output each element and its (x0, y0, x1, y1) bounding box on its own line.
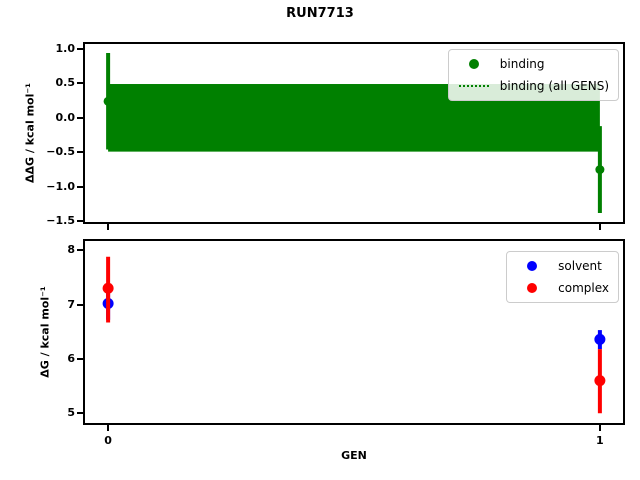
legend-dot-icon (468, 59, 479, 69)
legend-marker-wrap (514, 283, 550, 293)
data-point-binding (103, 96, 113, 106)
x-tick (598, 224, 601, 230)
legend-marker-wrap (456, 59, 492, 69)
x-tick (598, 425, 601, 431)
y-axis-label-dg-per-gen: ΔG / kcal mol⁻¹ (38, 286, 52, 378)
legend-dot-icon (527, 261, 538, 271)
y-tick-label: 0.5 (55, 76, 76, 90)
y-tick-label: 8 (67, 243, 75, 257)
y-tick (77, 357, 83, 360)
plot-area-dg-per-gen (102, 256, 606, 414)
legend-item: binding (456, 53, 609, 75)
y-tick (77, 249, 83, 252)
legend-marker-wrap (514, 261, 550, 271)
legend-dot-icon (527, 283, 538, 293)
data-point-complex (594, 375, 606, 387)
axes-dg-per-gen: solvent complex (83, 239, 625, 425)
legend-label: solvent (558, 259, 602, 273)
x-tick-label: 1 (596, 434, 604, 447)
x-tick (107, 425, 110, 431)
y-axis-label-ddg-per-gen: ΔΔG / kcal mol⁻¹ (23, 82, 37, 184)
legend-label: binding (all GENS) (499, 79, 609, 93)
y-tick-label: 7 (67, 297, 75, 311)
axes-ddg-per-gen: binding binding (all GENS) (83, 42, 625, 224)
y-tick-label: 1.0 (55, 41, 76, 55)
y-tick (77, 220, 83, 223)
x-tick (107, 224, 110, 230)
data-point-binding (595, 165, 605, 175)
y-tick-label: 5 (67, 406, 75, 420)
y-tick-label: −1.0 (46, 179, 75, 193)
x-tick-label: 0 (104, 434, 112, 447)
legend-dotted-line-icon (458, 85, 489, 87)
legend-item: binding (all GENS) (456, 75, 609, 97)
data-point-solvent (594, 333, 606, 345)
y-tick (77, 82, 83, 85)
y-tick-label: 0.0 (55, 110, 76, 124)
legend-dg-per-gen: solvent complex (506, 251, 619, 303)
y-tick (77, 185, 83, 188)
legend-item: solvent (514, 255, 609, 277)
legend-marker-wrap (456, 85, 492, 87)
legend-label: binding (499, 57, 545, 71)
x-axis-label: GEN (341, 449, 367, 462)
legend-label: complex (558, 281, 609, 295)
y-tick (77, 47, 83, 50)
legend-item: complex (514, 277, 609, 299)
y-tick-label: −0.5 (46, 145, 75, 159)
y-tick (77, 116, 83, 119)
data-point-complex (102, 282, 114, 294)
y-tick (77, 151, 83, 154)
y-tick-label: 6 (67, 351, 75, 365)
y-tick (77, 412, 83, 415)
y-tick-label: −1.5 (46, 214, 75, 228)
legend-ddg-per-gen: binding binding (all GENS) (447, 49, 619, 101)
y-tick (77, 303, 83, 306)
figure-title: RUN7713 (286, 6, 354, 21)
